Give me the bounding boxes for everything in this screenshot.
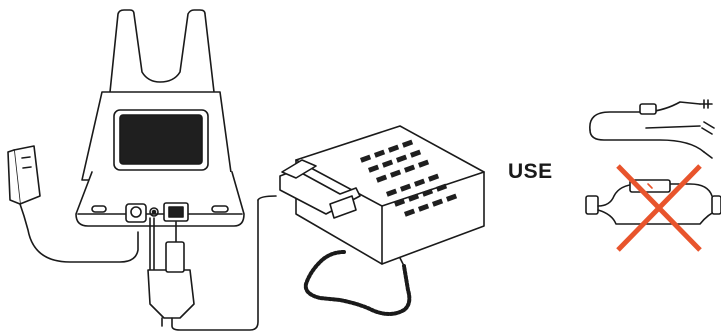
- y-splitter-cable-icon: [147, 195, 277, 331]
- cross-mark-icon: [616, 164, 702, 252]
- power-adapter-icon: [7, 145, 139, 263]
- headset-base-icon: [75, 9, 245, 227]
- use-label: USE: [508, 160, 553, 183]
- desk-phone-icon: [279, 125, 485, 316]
- ehs-cable-icon: [589, 99, 715, 159]
